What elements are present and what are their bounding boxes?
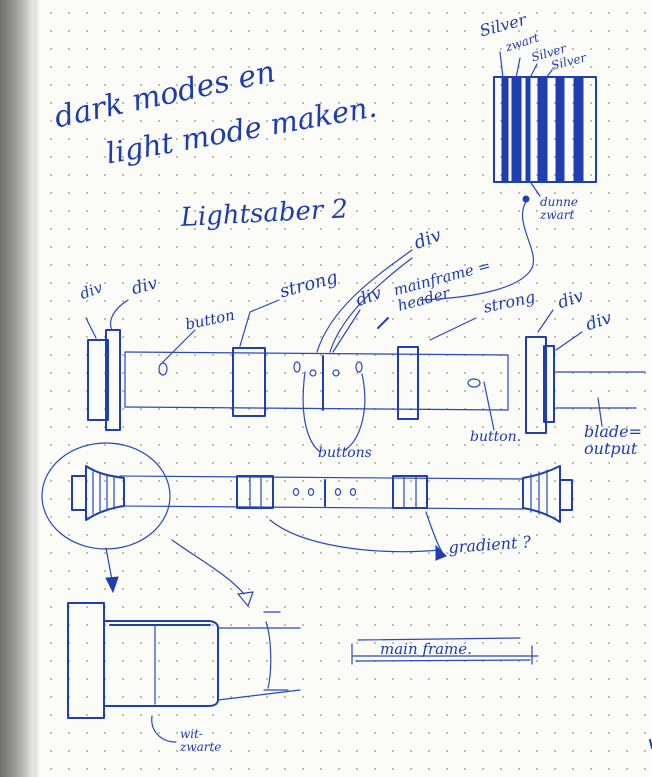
detail-body: [104, 621, 218, 706]
button-left-dot: [159, 363, 167, 375]
mid-band-right: [393, 476, 427, 508]
mid-right-endcap: [560, 480, 572, 510]
lightsaber-top: [88, 330, 645, 433]
stripe-black-2: [512, 78, 521, 181]
button-center-2: [310, 370, 316, 376]
label-wit-zwart: wit- zwarte: [180, 728, 240, 753]
cap-detail: [68, 603, 300, 742]
label-dunne-zwart: dunne zwart: [540, 196, 600, 222]
stripe-black-5: [556, 78, 564, 181]
stripe-black-1: [502, 78, 508, 181]
label-main-frame: main frame.: [380, 642, 472, 657]
lightsaber-middle: [72, 466, 572, 522]
top-annotations: [86, 250, 602, 452]
button-center-1: [294, 362, 300, 372]
strong-band-left: [233, 348, 265, 416]
button-center-3: [333, 370, 339, 376]
mid-right-flare: [523, 466, 560, 522]
label-button-right: button.: [470, 430, 521, 444]
stripe-swatch: [494, 52, 596, 202]
zoom-circle: [42, 443, 170, 549]
label-buttons-center: buttons: [318, 446, 372, 460]
mid-left-endcap: [72, 476, 86, 510]
detail-endcap: [68, 603, 104, 718]
stripe-black-6: [574, 78, 583, 181]
stripe-black-3: [526, 78, 530, 181]
button-center-4: [356, 362, 362, 372]
stripe-black-4: [538, 78, 547, 181]
button-right-dot: [468, 379, 480, 387]
mid-annotations: [42, 443, 446, 606]
strong-band-right: [398, 347, 418, 419]
mid-left-flare: [86, 466, 124, 520]
mid-band-left: [237, 476, 273, 508]
label-blade-output: blade= output: [584, 424, 648, 458]
